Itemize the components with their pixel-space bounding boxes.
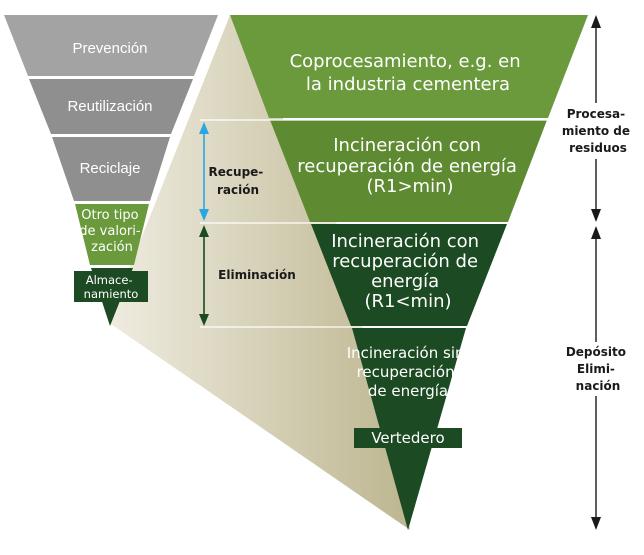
- small-label-prevencion: Prevención: [72, 40, 147, 57]
- right-label-deposito: Depósito Elimi- nación: [566, 345, 630, 393]
- almacenamiento-label-box: [74, 271, 148, 302]
- large-pyramid: Coprocesamiento, e.g. en la industria ce…: [230, 15, 588, 530]
- small-label-otro-valorizacion: Otro tipo de valori- zación: [79, 208, 144, 255]
- small-level-otro-valorizacion: [75, 204, 149, 265]
- large-level-incineracion-r1-mayor: [270, 120, 547, 222]
- small-level-prevencion: [4, 15, 218, 76]
- middle-label-recuperacion: Recupe- ración: [209, 165, 268, 197]
- eliminacion-arrow: [199, 225, 209, 326]
- deposito-label-bg: [560, 342, 636, 396]
- connecting-band: [108, 15, 410, 530]
- small-level-reutilizacion: [29, 79, 193, 134]
- large-label-coprocesamiento: Coprocesamiento, e.g. en la industria ce…: [290, 51, 527, 95]
- right-label-procesamiento: Procesa- miento de residuos: [562, 107, 634, 155]
- large-level-incineracion-r1-menor: [311, 224, 507, 326]
- large-label-incineracion-r1-menor: Incineración con recuperación de energía…: [331, 231, 485, 312]
- recuperacion-arrow: [199, 122, 209, 221]
- large-label-vertedero: Vertedero: [371, 429, 444, 447]
- large-label-incineracion-r1-mayor: Incineración con recuperación de energía…: [297, 135, 522, 197]
- small-pyramid: Prevención Reutilización Reciclaje Otro …: [4, 15, 218, 326]
- middle-label-eliminacion: Eliminación: [218, 268, 296, 282]
- small-label-reciclaje: Reciclaje: [80, 160, 141, 177]
- small-level-reciclaje: [52, 137, 170, 201]
- vertedero-label-box: [354, 428, 462, 448]
- small-label-almacenamiento: Almace- namiento: [84, 273, 139, 301]
- procesamiento-label-bg: [560, 103, 636, 159]
- large-label-incineracion-sin: Incineración sin recuperación de energía: [347, 344, 470, 400]
- small-label-reutilizacion: Reutilización: [67, 98, 152, 115]
- large-level-coprocesamiento: [230, 15, 588, 118]
